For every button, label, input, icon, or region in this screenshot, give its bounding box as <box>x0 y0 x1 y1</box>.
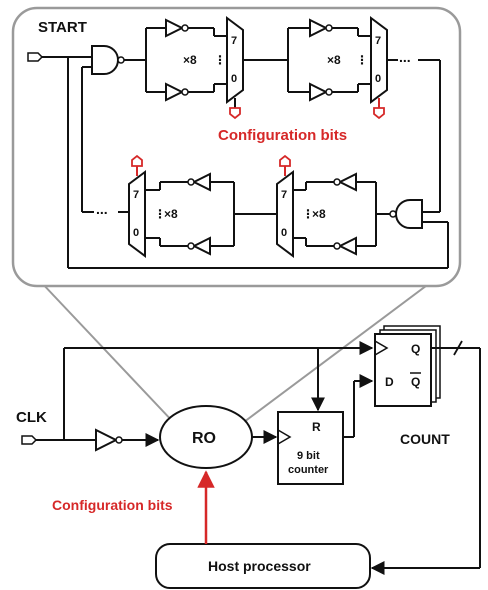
count-label: COUNT <box>400 431 450 447</box>
clk-label: CLK <box>16 409 47 426</box>
start-label: START <box>38 19 87 36</box>
nand-gate-bottom <box>395 199 423 229</box>
bus-slash <box>453 340 463 356</box>
vertical-dots-bottom-2: ⋮ <box>302 207 314 221</box>
host-processor-label: Host processor <box>208 558 311 574</box>
ff-d-label: D <box>385 375 394 389</box>
counter-label-line1: 9 bit <box>297 450 320 462</box>
repeat-label-top-1: ×8 <box>183 53 197 67</box>
ellipsis-bottom: ... <box>96 201 108 217</box>
mux-bottom-1-in0: 0 <box>133 227 139 239</box>
mux-bottom-1 <box>128 170 146 258</box>
start-input-pin <box>27 52 44 62</box>
mux-bottom-2-in7: 7 <box>281 189 287 201</box>
vertical-dots-top-2: ⋮ <box>356 53 368 67</box>
mux-bottom-1-in7: 7 <box>133 189 139 201</box>
vertical-dots-top-1: ⋮ <box>214 53 226 67</box>
mux-top-2-in7: 7 <box>375 35 381 47</box>
mux-bottom-2 <box>276 170 294 258</box>
config-bits-label-bottom: Configuration bits <box>52 497 173 513</box>
config-pin-bottom-2 <box>279 154 291 167</box>
host-processor <box>155 543 371 589</box>
clk-input-pin <box>21 435 38 445</box>
config-pin-bottom-1 <box>131 154 143 167</box>
callout-line-right <box>239 261 459 426</box>
ring-oscillator-zoom-box <box>11 6 462 288</box>
clk-inverter <box>95 428 119 452</box>
repeat-label-top-2: ×8 <box>327 53 341 67</box>
config-pin-top-1 <box>229 107 241 120</box>
nand-gate-top <box>91 45 119 75</box>
counter-label-line2: counter <box>288 464 329 476</box>
nine-bit-counter <box>277 411 344 485</box>
callout-line-left <box>21 261 177 426</box>
delay-stage-bottom-2: ⋮ ×8 7 0 <box>276 154 376 258</box>
count-register <box>374 333 432 407</box>
config-bits-label-top: Configuration bits <box>218 127 347 144</box>
delay-stage-top-1: ×8 ⋮ 7 0 <box>146 16 244 120</box>
ro-label: RO <box>192 430 216 447</box>
vertical-dots-bottom-1: ⋮ <box>154 207 166 221</box>
ff-q-label: Q <box>411 342 420 356</box>
counter-reset-label: R <box>312 420 321 434</box>
mux-top-2 <box>370 16 388 104</box>
delay-stage-bottom-1: ⋮ ×8 7 0 <box>128 154 234 258</box>
repeat-label-bottom-1: ×8 <box>164 207 178 221</box>
repeat-label-bottom-2: ×8 <box>312 207 326 221</box>
mux-top-2-in0: 0 <box>375 73 381 85</box>
ff-qbar-label: Q <box>411 375 420 389</box>
mux-top-1-in0: 0 <box>231 73 237 85</box>
mux-top-1 <box>226 16 244 104</box>
delay-stage-top-2: ×8 ⋮ 7 0 <box>288 16 388 120</box>
ellipsis-top: ... <box>399 49 411 65</box>
config-pin-top-2 <box>373 107 385 120</box>
mux-top-1-in7: 7 <box>231 35 237 47</box>
mux-bottom-2-in0: 0 <box>281 227 287 239</box>
